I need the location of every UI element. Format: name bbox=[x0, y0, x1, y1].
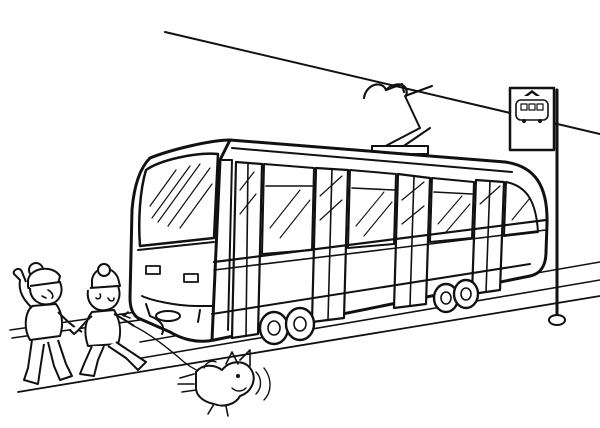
leash-hook bbox=[149, 315, 165, 335]
tram-icon bbox=[128, 82, 549, 346]
side-windows bbox=[261, 163, 539, 255]
tram-stop-sign bbox=[508, 86, 566, 326]
doors bbox=[230, 160, 506, 340]
dog-icon bbox=[177, 349, 271, 417]
child-right bbox=[69, 263, 147, 377]
child-left bbox=[12, 262, 83, 385]
tram-stop-sign-icon bbox=[515, 90, 549, 123]
wheels bbox=[258, 278, 480, 346]
windshield-hatching bbox=[149, 163, 213, 229]
pantograph bbox=[362, 82, 433, 155]
